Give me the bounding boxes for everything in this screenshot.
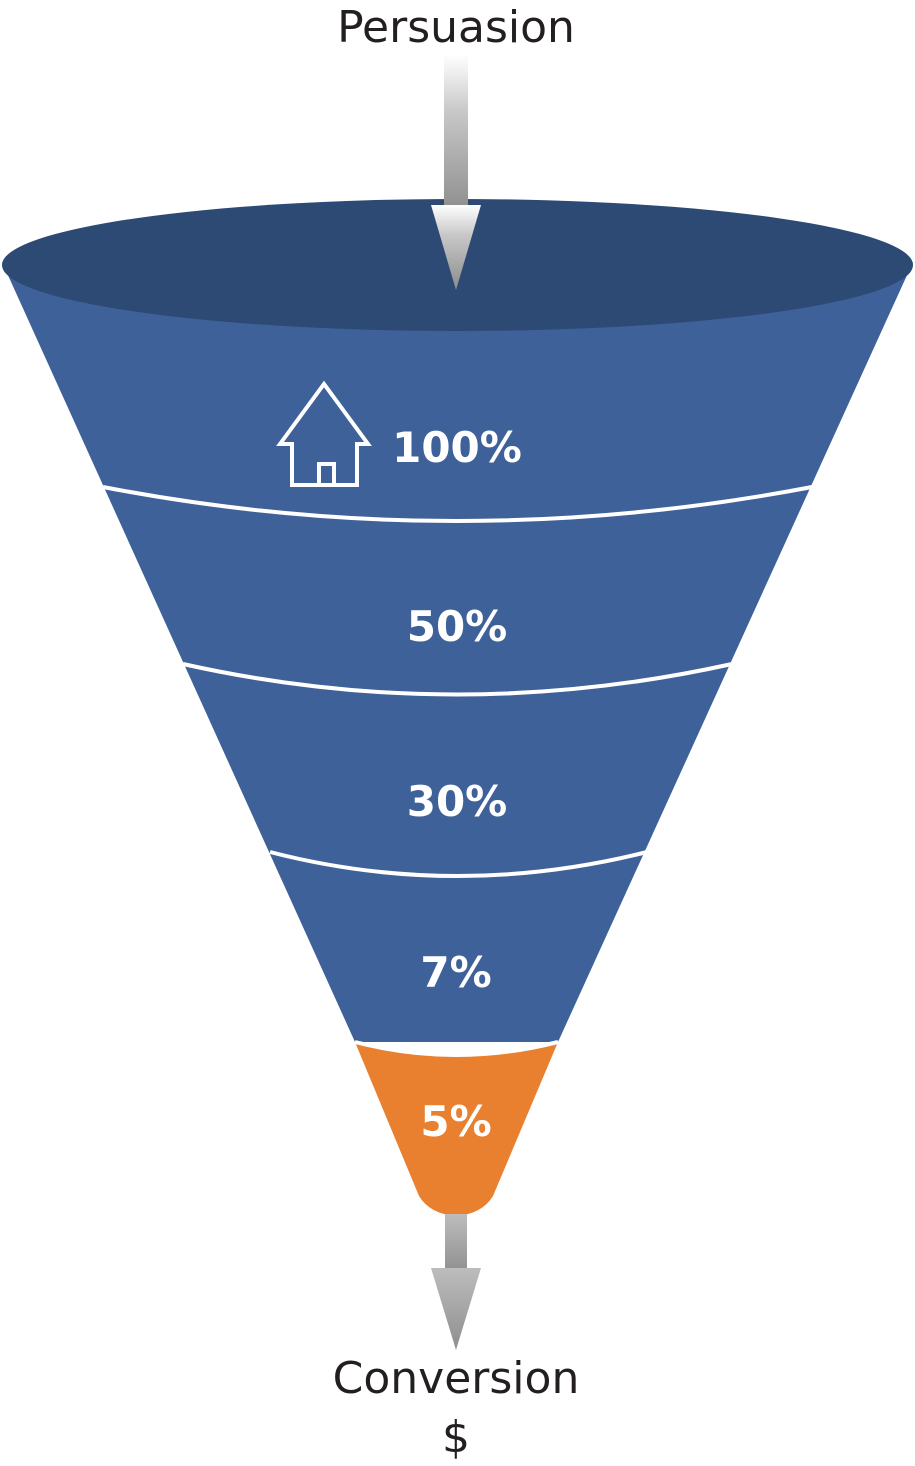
stage-divider [354, 1040, 559, 1057]
persuasion-arrow-icon [431, 55, 481, 290]
funnel-stage-1-label: 100% [392, 423, 522, 472]
funnel-stage-3-label: 30% [407, 777, 508, 826]
funnel-stage-5-label: 5% [420, 1097, 491, 1146]
conversion-arrow-icon [431, 1214, 481, 1350]
funnel-stage-2-label: 50% [407, 602, 508, 651]
stage-divider [269, 850, 648, 878]
funnel-body [2, 262, 913, 1042]
stage-divider [102, 485, 813, 523]
house-icon [276, 380, 372, 487]
conversion-label: Conversion [333, 1353, 580, 1404]
funnel-stage-5-shape [355, 1042, 558, 1216]
dollar-sign-label: $ [442, 1412, 470, 1463]
persuasion-label: Persuasion [337, 2, 575, 53]
stage-divider [182, 662, 733, 697]
funnel-stage-4-label: 7% [420, 948, 491, 997]
